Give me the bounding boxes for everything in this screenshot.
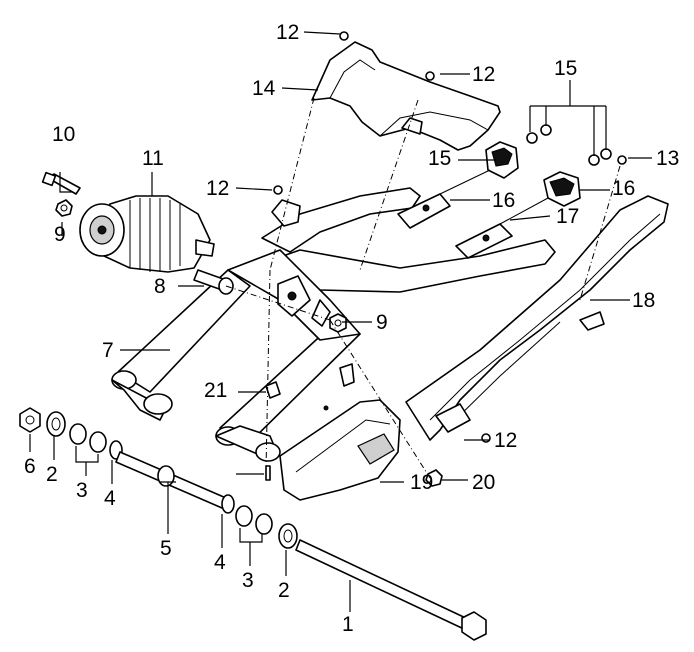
chain-guard <box>405 195 669 441</box>
nut-18 <box>425 469 443 487</box>
shock-absorber <box>79 195 215 273</box>
callout-9-upper: 9 <box>54 223 66 246</box>
swingarm-frame <box>111 187 556 462</box>
callout-5: 5 <box>160 537 172 560</box>
pivot-hardware <box>19 407 487 641</box>
buffer-nuts <box>526 124 612 166</box>
callout-12-lower: 12 <box>494 429 518 452</box>
callout-13: 14 <box>252 77 276 100</box>
callout-4-right: 4 <box>214 551 226 574</box>
callout-16-right: 17 <box>556 205 580 228</box>
shock-nut-lower <box>329 313 347 333</box>
shock-bolt <box>41 171 81 195</box>
callout-12-mid: 12 <box>206 177 230 200</box>
callout-2-left: 2 <box>46 463 58 486</box>
callout-7: 7 <box>102 339 114 362</box>
callout-4-left: 4 <box>104 487 116 510</box>
assembly-lines <box>225 97 621 479</box>
callout-6: 6 <box>24 455 36 478</box>
callout-18: 20 <box>472 471 496 494</box>
callout-12-top: 12 <box>276 21 300 44</box>
callout-17: 18 <box>632 289 656 312</box>
buffer-bracket-right <box>455 197 549 259</box>
chain-slider <box>279 399 401 501</box>
callout-20: 21 <box>204 379 228 402</box>
rubber-buffer-right <box>543 171 581 207</box>
rear-fender <box>311 41 501 151</box>
callout-12-right: 13 <box>656 147 680 170</box>
bolt-21 <box>265 465 271 481</box>
callout-11: 11 <box>142 147 164 170</box>
callout-8: 8 <box>154 275 166 298</box>
shock-nut-upper <box>55 199 73 217</box>
leader-lines <box>29 31 652 612</box>
callout-2-right: 2 <box>278 579 290 602</box>
callout-19: 19 <box>410 471 434 494</box>
callout-10: 10 <box>52 123 76 146</box>
callout-3-left: 3 <box>76 479 88 502</box>
callout-15-right: 16 <box>612 177 636 200</box>
rubber-buffer-left <box>485 141 519 179</box>
callout-12-fender: 12 <box>472 63 496 86</box>
clip-20 <box>265 381 281 399</box>
callout-1: 1 <box>342 613 354 636</box>
callout-9-lower: 9 <box>376 311 388 334</box>
callout-16-left: 16 <box>492 189 516 212</box>
buffer-bracket-left <box>397 169 491 229</box>
callout-14: 15 <box>554 57 578 80</box>
callout-15-left: 15 <box>428 147 452 170</box>
callout-3-right: 3 <box>242 569 254 592</box>
